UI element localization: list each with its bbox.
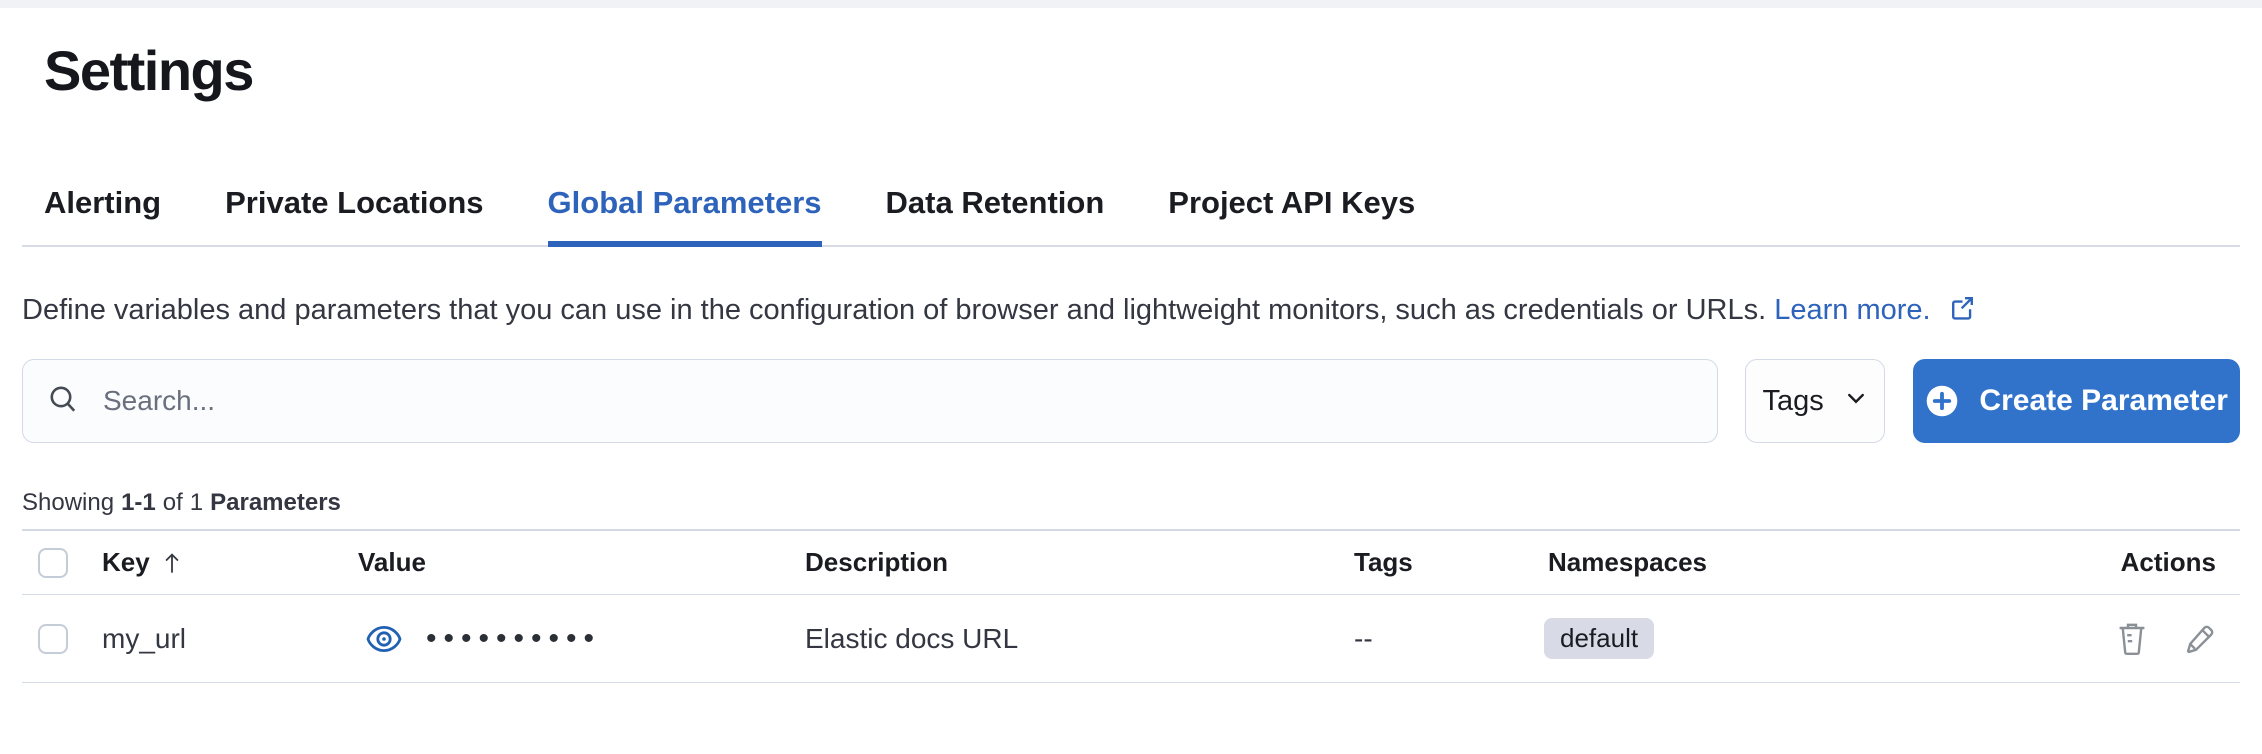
table-header-row: Key Value Description Tags Namespaces Ac… (22, 531, 2240, 595)
page-title: Settings (44, 39, 254, 102)
row-checkbox[interactable] (38, 623, 68, 654)
description-text: Define variables and parameters that you… (22, 294, 1767, 326)
tab-private-locations[interactable]: Private Locations (225, 185, 484, 220)
summary-prefix: Showing (22, 489, 115, 516)
table-top-divider (22, 529, 2240, 531)
row-description: Elastic docs URL (805, 622, 1019, 654)
create-parameter-label: Create Parameter (1979, 384, 2228, 417)
tab-project-api-keys[interactable]: Project API Keys (1168, 185, 1416, 220)
column-header-value: Value (358, 547, 426, 577)
chevron-down-icon (1844, 385, 1868, 418)
search-icon (47, 383, 79, 420)
learn-more-link[interactable]: Learn more. (1774, 294, 1931, 326)
tab-bar: Alerting Private Locations Global Parame… (22, 183, 2240, 247)
top-edge-band (0, 0, 2262, 8)
delete-trash-icon[interactable] (2116, 622, 2148, 656)
summary-of: of (162, 489, 183, 516)
column-header-key-label: Key (102, 547, 150, 577)
column-header-namespaces: Namespaces (1548, 547, 1707, 577)
tab-global-parameters[interactable]: Global Parameters (547, 183, 822, 247)
toolbar: Tags Create Parameter (22, 359, 2240, 443)
row-key: my_url (102, 622, 187, 654)
masked-value: •••••••••• (426, 621, 602, 655)
edit-pencil-icon[interactable] (2184, 623, 2216, 655)
results-summary: Showing 1-1 of 1 Parameters (22, 489, 2240, 517)
column-header-description: Description (805, 547, 949, 577)
tags-filter-label: Tags (1762, 384, 1824, 417)
create-parameter-button[interactable]: Create Parameter (1913, 359, 2240, 443)
search-input[interactable] (103, 385, 1693, 417)
select-all-checkbox[interactable] (38, 547, 68, 578)
column-header-actions: Actions (2120, 547, 2216, 577)
sort-ascending-icon (160, 550, 184, 576)
eye-icon[interactable] (366, 624, 402, 654)
summary-range: 1-1 (121, 489, 156, 516)
table-row: my_url •••••••••• Elastic docs URL -- de… (22, 595, 2240, 683)
plus-circle-icon (1925, 384, 1959, 418)
search-box[interactable] (22, 359, 1718, 443)
summary-count: 1 (189, 489, 204, 516)
tab-data-retention[interactable]: Data Retention (885, 185, 1105, 220)
parameters-table: Key Value Description Tags Namespaces Ac… (22, 529, 2240, 683)
tags-filter-button[interactable]: Tags (1745, 359, 1886, 443)
summary-entity: Parameters (210, 489, 341, 516)
external-link-icon[interactable] (1949, 287, 1976, 337)
column-header-key[interactable]: Key (102, 547, 184, 578)
namespace-badge: default (1544, 618, 1655, 659)
row-tags: -- (1354, 622, 1373, 654)
column-header-tags: Tags (1354, 547, 1413, 577)
tab-alerting[interactable]: Alerting (44, 185, 162, 220)
page-description: Define variables and parameters that you… (22, 285, 2240, 337)
